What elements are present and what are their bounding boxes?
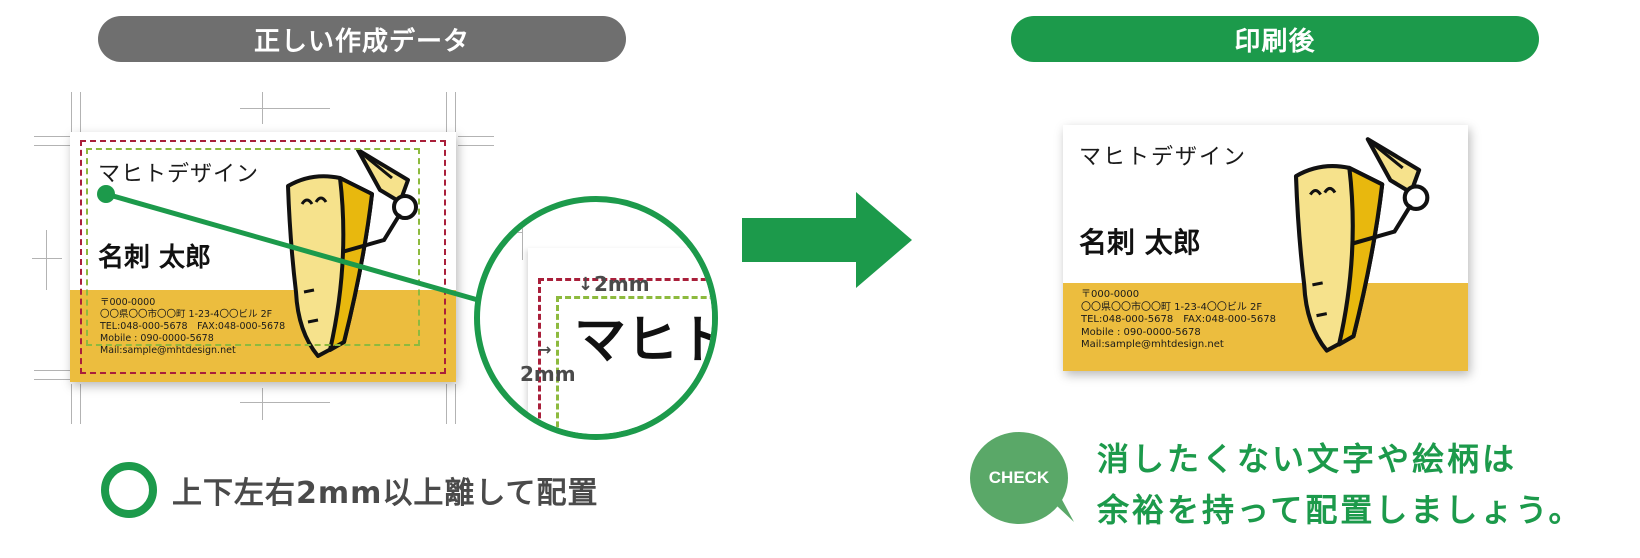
card-postal: 〒000-0000	[100, 297, 156, 308]
printed-tel-fax: TEL:048-000-5678 FAX:048-000-5678	[1081, 314, 1276, 325]
zoom-safe-guide	[556, 296, 712, 434]
safe-area-guide	[86, 148, 420, 346]
bleed-guide	[80, 140, 446, 374]
check-message-line1: 消したくない文字や絵柄は	[1097, 440, 1518, 478]
printed-card-yellow-band	[1063, 283, 1468, 371]
printed-postal: 〒000-0000	[1081, 289, 1140, 300]
check-message-line2: 余裕を持って配置しましょう。	[1097, 491, 1584, 529]
printed-mail: Mail:sample@mhtdesign.net	[1081, 339, 1224, 350]
down-arrow-icon: ↓	[578, 274, 594, 295]
card-yellow-band	[70, 290, 456, 382]
card-mobile: Mobile : 090-0000-5678	[100, 332, 214, 344]
business-card-design: マヒトデザイン 名刺 太郎 〒000-0000 〇〇県〇〇市〇〇町 1-23-4…	[70, 132, 456, 382]
card-tel-fax: TEL:048-000-5678 FAX:048-000-5678	[100, 320, 286, 332]
check-badge: CHECK	[970, 432, 1068, 524]
printed-person-name: 名刺 太郎	[1079, 226, 1201, 259]
printed-address: 〇〇県〇〇市〇〇町 1-23-4〇〇ビル 2F	[1081, 301, 1263, 313]
ok-circle-icon	[101, 462, 157, 518]
printed-mascot-illustration	[1293, 137, 1430, 353]
right-small-arrow-icon: →	[538, 340, 552, 359]
left-margin-label: 2mm	[520, 362, 576, 386]
zoom-text: マヒト	[574, 311, 718, 371]
zoom-bleed-guide	[538, 278, 712, 434]
card-address: 〇〇県〇〇市〇〇町 1-23-4〇〇ビル 2F	[100, 308, 273, 320]
card-contact-info: 〒000-0000 〇〇県〇〇市〇〇町 1-23-4〇〇ビル 2F TEL:04…	[100, 297, 285, 356]
printed-contact-info: 〒000-0000 〇〇県〇〇市〇〇町 1-23-4〇〇ビル 2F TEL:04…	[1081, 289, 1276, 352]
card-mail: Mail:sample@mhtdesign.net	[100, 344, 236, 356]
section-header-after-print: 印刷後	[1011, 16, 1539, 62]
printed-company-name: マヒトデザイン	[1079, 145, 1248, 170]
zoom-detail: マヒト ↓ 2mm → 2mm	[474, 196, 718, 440]
section-header-correct-data: 正しい作成データ	[98, 16, 626, 62]
business-card-printed: マヒトデザイン 名刺 太郎 〒000-0000 〇〇県〇〇市〇〇町 1-23-4…	[1063, 125, 1468, 371]
card-person-name: 名刺 太郎	[98, 243, 212, 273]
card-company-name: マヒトデザイン	[98, 162, 260, 187]
top-margin-label: 2mm	[594, 272, 650, 296]
printed-mobile: Mobile : 090-0000-5678	[1081, 326, 1201, 338]
caption-margin-rule: 上下左右2mm以上離して配置	[172, 476, 599, 511]
check-message: 消したくない文字や絵柄は 余裕を持って配置しましょう。	[1097, 434, 1583, 536]
mascot-illustration	[286, 148, 418, 358]
